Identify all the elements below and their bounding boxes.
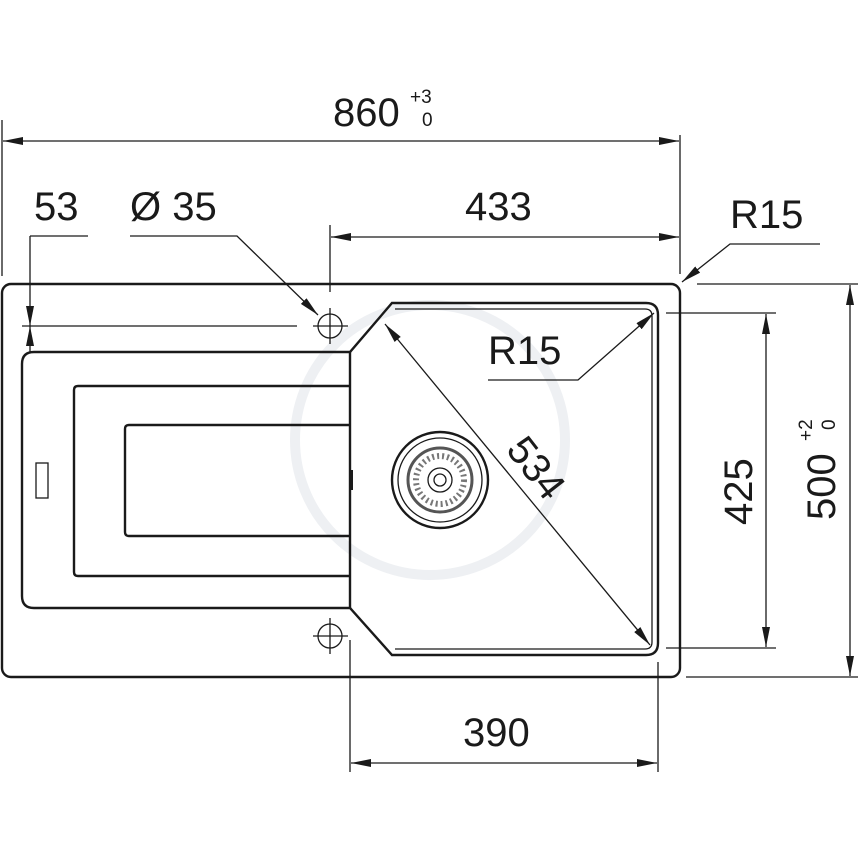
dimension-width-value: 860 [333, 91, 400, 135]
dimension-outer-radius-value: R15 [730, 193, 803, 237]
drainer-bowl-outline [20, 301, 660, 657]
dimension-depth-tol-upper: +2 [796, 419, 817, 441]
dimension-width-tol-upper: +3 [410, 87, 432, 108]
drainer-groove-inner [123, 423, 350, 538]
tap-hole-bottom [313, 618, 348, 654]
sink-outline [0, 282, 682, 679]
dimension-depth-value: 500 [800, 453, 844, 520]
tap-hole-top [313, 308, 348, 344]
drainer-groove-outer [72, 384, 350, 578]
dimension-bowl-offset-value: 433 [465, 185, 532, 229]
dimension-depth-tol-lower: 0 [819, 419, 840, 430]
dimension-tap-diameter-value: Ø 35 [130, 185, 217, 229]
dimension-tap-offset-value: 53 [34, 185, 79, 229]
overflow-slot [35, 462, 49, 499]
dimension-width-tol-lower: 0 [422, 110, 433, 131]
bowl-inner-edge [395, 308, 653, 650]
dimension-bowl-width-value: 390 [463, 711, 530, 755]
drainer-clip [350, 470, 353, 490]
dimension-bowl-depth-value: 425 [717, 458, 761, 525]
drain-strainer-icon [390, 430, 490, 530]
dimension-bowl-radius-value: R15 [488, 329, 561, 373]
